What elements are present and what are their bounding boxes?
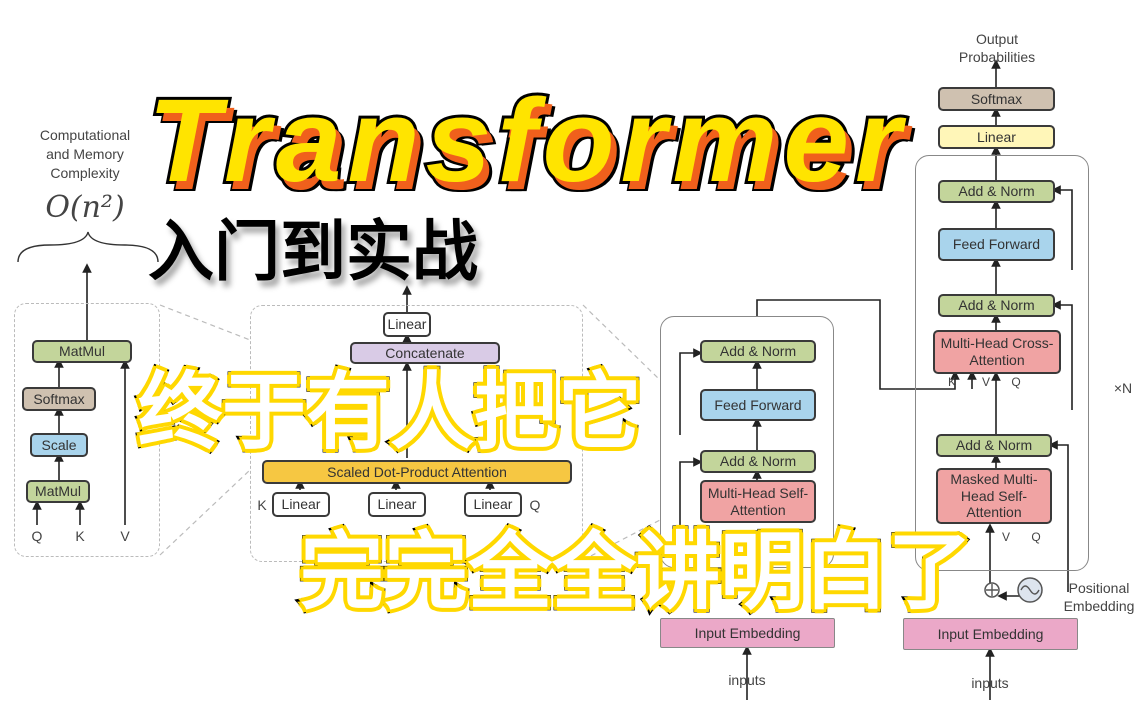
decoder-cross-attention: Multi-Head Cross-Attention xyxy=(933,330,1061,374)
decoder-add-norm-2: Add & Norm xyxy=(938,294,1055,317)
linear-v-box: Linear xyxy=(368,492,426,517)
decoder-add-norm-1: Add & Norm xyxy=(938,180,1055,203)
title-transformer: Transformer xyxy=(145,75,907,207)
decoder-inputs-label: inputs xyxy=(971,675,1009,691)
headline-line-2: 完完全全讲明白了 xyxy=(296,525,975,619)
decoder-input-embedding: Input Embedding xyxy=(903,618,1078,650)
input-v-label: V xyxy=(120,528,130,544)
positional-embedding-label: Positional Embedding xyxy=(1063,580,1135,614)
repeat-n-label: ×N xyxy=(1113,380,1133,396)
decoder-block xyxy=(915,155,1089,571)
mh-input-k-label: K xyxy=(257,497,267,513)
linear-output-box: Linear xyxy=(383,312,431,337)
mh-input-q-label: Q xyxy=(529,497,541,513)
decoder-feed-forward: Feed Forward xyxy=(938,228,1055,261)
scaled-dot-product-panel xyxy=(14,303,160,557)
headline-line-1: 终于有人把它 xyxy=(134,365,645,459)
decoder-masked-attention: Masked Multi-Head Self-Attention xyxy=(936,468,1052,524)
encoder-block xyxy=(660,316,834,568)
cross-v-label: V xyxy=(981,375,990,389)
matmul-top-box: MatMul xyxy=(32,340,132,363)
scale-box: Scale xyxy=(30,433,88,457)
complexity-brace xyxy=(17,231,159,263)
input-q-label: Q xyxy=(31,528,43,544)
encoder-add-norm-bottom: Add & Norm xyxy=(700,450,816,473)
concatenate-box: Concatenate xyxy=(350,342,500,364)
masked-v-label: V xyxy=(1001,530,1010,544)
multi-head-attention-panel xyxy=(250,305,583,562)
linear-q-box: Linear xyxy=(464,492,522,517)
encoder-add-norm-top: Add & Norm xyxy=(700,340,816,363)
cross-q-label: Q xyxy=(1011,375,1021,389)
subtitle: 入门到实战 xyxy=(148,214,478,288)
masked-q-label: Q xyxy=(1031,530,1041,544)
cross-k-label: K xyxy=(947,375,956,389)
encoder-feed-forward: Feed Forward xyxy=(700,389,816,421)
complexity-label: Computational and Memory Complexity xyxy=(39,127,131,181)
scaled-dot-product-attention-box: Scaled Dot-Product Attention xyxy=(262,460,572,484)
decoder-linear: Linear xyxy=(938,125,1055,149)
input-k-label: K xyxy=(75,528,85,544)
linear-k-box: Linear xyxy=(272,492,330,517)
decoder-add-norm-3: Add & Norm xyxy=(936,434,1052,457)
complexity-formula: O(n²) xyxy=(45,190,125,225)
decoder-softmax: Softmax xyxy=(938,87,1055,111)
encoder-input-embedding: Input Embedding xyxy=(660,618,835,648)
matmul-bottom-box: MatMul xyxy=(26,480,90,503)
encoder-inputs-label: inputs xyxy=(728,672,766,688)
output-probabilities-label: Output Probabilities xyxy=(958,31,1036,65)
softmax-box: Softmax xyxy=(22,387,96,411)
encoder-self-attention: Multi-Head Self-Attention xyxy=(700,480,816,523)
